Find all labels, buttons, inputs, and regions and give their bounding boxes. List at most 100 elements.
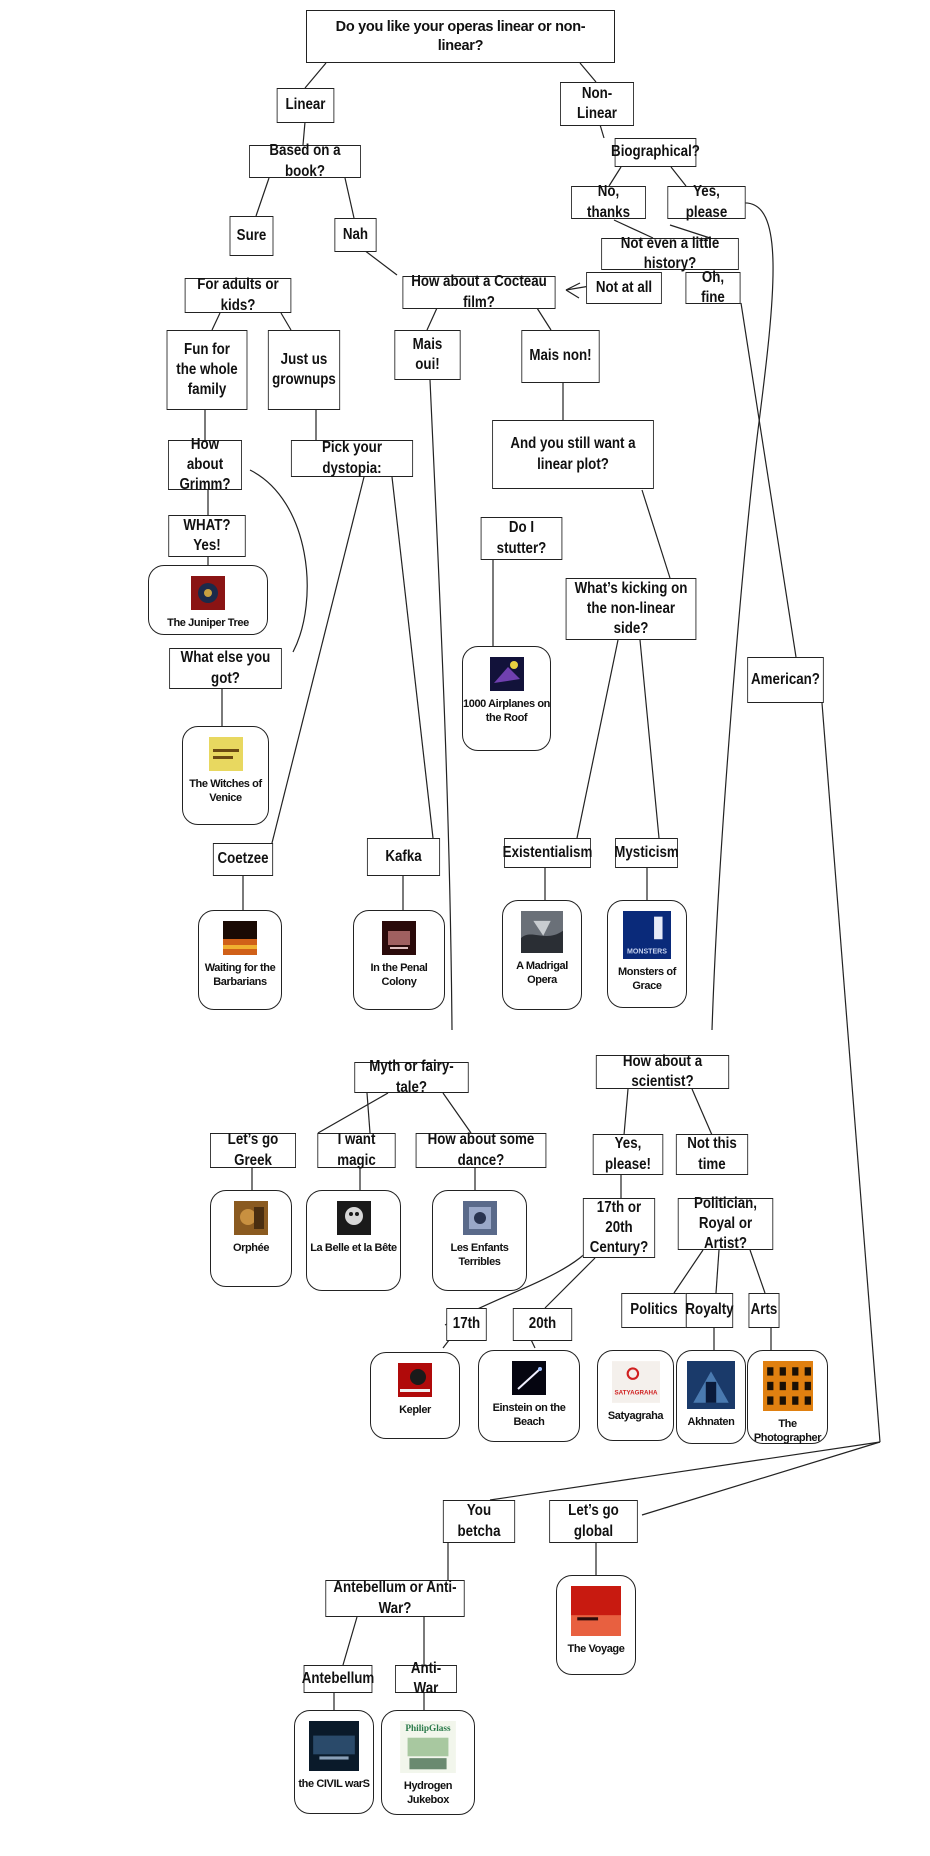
voyage-cover-icon bbox=[571, 1586, 621, 1636]
lets-go-global-box: Let’s go global bbox=[549, 1500, 638, 1543]
you-betcha-box: You betcha bbox=[442, 1500, 516, 1543]
politics-box: Politics bbox=[621, 1293, 687, 1328]
based-on-book-box: Based on a book? bbox=[249, 142, 361, 180]
opera-madrigal: A Madrigal Opera bbox=[502, 900, 582, 1010]
little-history-box: Not even a little history? bbox=[601, 235, 739, 272]
oh-fine-box: Oh, fine bbox=[685, 269, 741, 306]
connector bbox=[740, 302, 797, 658]
opera-title: Einstein on the Beach bbox=[492, 1402, 566, 1429]
century-box: 17th or 20th Century? bbox=[582, 1198, 656, 1258]
linear-box: Linear bbox=[276, 88, 335, 123]
arts-box: Arts bbox=[748, 1293, 780, 1328]
connector bbox=[544, 1257, 596, 1309]
opera-title: Monsters of Grace bbox=[618, 966, 676, 993]
opera-witches-of-venice: The Witches of Venice bbox=[182, 726, 269, 825]
satyagraha-cover-icon: SATYAGRAHA bbox=[611, 1361, 660, 1403]
existentialism-box: Existentialism bbox=[503, 838, 592, 868]
politician-box: Politician, Royal or Artist? bbox=[677, 1195, 774, 1252]
opera-title: La Belle et la Bête bbox=[310, 1242, 397, 1254]
opera-orphee: Orphée bbox=[210, 1190, 292, 1287]
connector bbox=[317, 1092, 389, 1134]
opera-title: the CIVIL warS bbox=[298, 1778, 370, 1790]
opera-juniper-tree: The Juniper Tree bbox=[148, 565, 268, 635]
connector bbox=[366, 1092, 371, 1134]
do-i-stutter-box: Do I stutter? bbox=[480, 517, 563, 560]
what-yes-box: WHAT? Yes! bbox=[168, 515, 246, 557]
antebellum-or-antiwar-box: Antebellum or Anti-War? bbox=[325, 1579, 465, 1617]
connector bbox=[249, 469, 308, 653]
opera-belle-et-la-bete: La Belle et la Bête bbox=[306, 1190, 401, 1291]
opera-title: Kepler bbox=[399, 1404, 431, 1416]
antebellum-box: Antebellum bbox=[302, 1665, 374, 1693]
opera-title: Hydrogen Jukebox bbox=[403, 1780, 453, 1807]
opera-penal-colony: In the Penal Colony bbox=[353, 910, 445, 1010]
royalty-box: Royalty bbox=[685, 1293, 734, 1328]
connector bbox=[673, 1249, 704, 1294]
connector bbox=[363, 249, 398, 276]
enfants-cover-icon bbox=[462, 1201, 497, 1235]
connector bbox=[608, 166, 622, 187]
witches-cover-icon bbox=[208, 737, 243, 771]
no-thanks-box: No, thanks bbox=[571, 183, 646, 221]
connector bbox=[749, 1249, 766, 1294]
scientist-box: How about a scientist? bbox=[595, 1053, 730, 1090]
connector bbox=[711, 202, 774, 1031]
what-else-box: What else you got? bbox=[169, 648, 282, 689]
american-box: American? bbox=[747, 657, 824, 703]
opera-title: Satyagraha bbox=[607, 1410, 664, 1422]
yes-please-box: Yes, please bbox=[667, 183, 746, 221]
whole-family-box: Fun for the whole family bbox=[166, 330, 248, 410]
connector bbox=[344, 177, 355, 219]
kepler-cover-icon bbox=[398, 1363, 432, 1397]
mais-non-box: Mais non! bbox=[521, 330, 600, 383]
connector bbox=[821, 702, 881, 1443]
opera-hydrogen-jukebox: PhilipGlass Hydrogen Jukebox bbox=[381, 1710, 475, 1815]
greek-box: Let’s go Greek bbox=[210, 1131, 296, 1169]
grownups-box: Just us grownups bbox=[267, 330, 341, 410]
nonlinear-box: Non-Linear bbox=[560, 82, 634, 126]
connector bbox=[576, 639, 619, 839]
opera-civil-wars: the CIVIL warS bbox=[294, 1710, 374, 1814]
not-this-time-box: Not this time bbox=[675, 1134, 749, 1175]
connector bbox=[536, 307, 552, 331]
orphee-cover-icon bbox=[234, 1201, 268, 1235]
svg-text:PhilipGlass: PhilipGlass bbox=[405, 1724, 451, 1734]
not-at-all-box: Not at all bbox=[586, 272, 662, 304]
opera-title: A Madrigal Opera bbox=[516, 960, 568, 987]
nah-box: Nah bbox=[334, 218, 377, 252]
dance-box: How about some dance? bbox=[415, 1131, 547, 1169]
connector bbox=[641, 1441, 881, 1516]
connector bbox=[489, 1441, 881, 1501]
connector bbox=[613, 219, 654, 239]
c17-box: 17th bbox=[446, 1308, 487, 1341]
myth-box: Myth or fairy-tale? bbox=[354, 1058, 469, 1096]
opera-title: 1000 Airplanes on the Roof bbox=[463, 698, 550, 725]
opera-kepler: Kepler bbox=[370, 1352, 460, 1439]
mysticism-box: Mysticism bbox=[614, 838, 679, 868]
connector bbox=[623, 1088, 629, 1136]
opera-title: Les Enfants Terribles bbox=[450, 1242, 509, 1269]
connector bbox=[429, 379, 453, 1031]
opera-the-photographer: The Photographer bbox=[747, 1350, 828, 1444]
svg-text:MONSTERS: MONSTERS bbox=[627, 948, 667, 955]
connector bbox=[715, 1249, 720, 1294]
civil-wars-cover-icon bbox=[309, 1721, 359, 1771]
opera-title: Waiting for the Barbarians bbox=[204, 962, 276, 989]
opera-title: The Juniper Tree bbox=[167, 617, 249, 629]
opera-enfants-terribles: Les Enfants Terribles bbox=[432, 1190, 527, 1291]
penal-colony-cover-icon bbox=[382, 921, 416, 955]
connector bbox=[271, 476, 365, 844]
still-linear-box: And you still want a linear plot? bbox=[492, 420, 654, 489]
connector bbox=[304, 62, 327, 89]
connector bbox=[669, 224, 711, 239]
root-question-box: Do you like your operas linear or non-li… bbox=[306, 10, 615, 63]
opera-satyagraha: SATYAGRAHA Satyagraha bbox=[597, 1350, 674, 1441]
photographer-cover-icon bbox=[762, 1361, 813, 1411]
connector bbox=[442, 1092, 472, 1134]
connector bbox=[280, 312, 292, 331]
waiting-cover-icon bbox=[223, 921, 257, 955]
opera-title: Akhnaten bbox=[687, 1416, 735, 1428]
belle-cover-icon bbox=[336, 1201, 371, 1235]
nonlinear-side-box: What’s kicking on the non-linear side? bbox=[565, 578, 697, 640]
